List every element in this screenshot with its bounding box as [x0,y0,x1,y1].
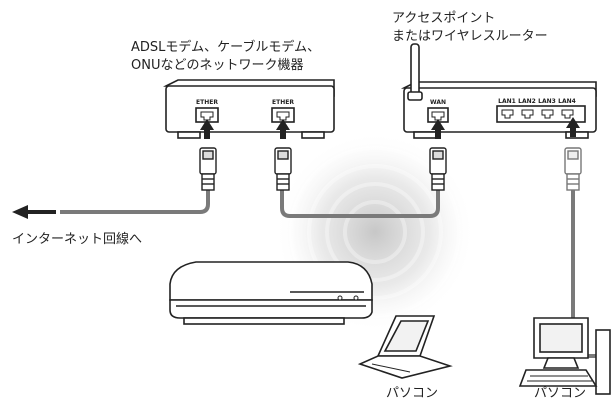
laptop-icon [357,315,453,379]
desktop-label: パソコン [534,386,587,401]
router-port-label-lan3: LAN3 [538,98,556,105]
router-port-label-lan1: LAN1 [498,98,516,105]
port-arrows [200,117,580,139]
modem-icon [162,79,335,139]
internet-cable [60,190,210,214]
modem-port-label-2: ETHER [272,99,294,106]
router-port-label-wan: WAN [430,99,446,106]
arrow-left-icon [12,205,56,219]
modem-label-line1: ADSLモデム、ケーブルモデム、 [131,40,321,55]
arrow-up-icon [200,119,214,139]
ethernet-plug-icon [274,147,292,191]
laptop-label: パソコン [386,386,439,401]
ethernet-plug-icon [564,147,582,191]
router-label-line1: アクセスポイント [392,11,496,26]
arrow-up-icon [431,119,445,139]
router-label-line2: またはワイヤレスルーター [392,29,548,44]
router-port-label-lan4: LAN4 [558,98,576,105]
internet-label: インターネット回線へ [12,232,143,247]
ethernet-plug-icon [199,147,217,191]
ethernet-plug-icon [429,147,447,191]
router-port-label-lan2: LAN2 [518,98,536,105]
ethernet-plugs [199,147,582,191]
desktop-pc-icon [518,317,611,395]
arrow-up-icon [276,119,290,139]
modem-router-cable [280,190,440,218]
game-console-icon [169,261,373,325]
arrow-up-icon [566,117,580,137]
modem-label-line2: ONUなどのネットワーク機器 [131,58,304,73]
modem-port-label-1: ETHER [196,99,218,106]
antenna-icon [407,43,423,101]
